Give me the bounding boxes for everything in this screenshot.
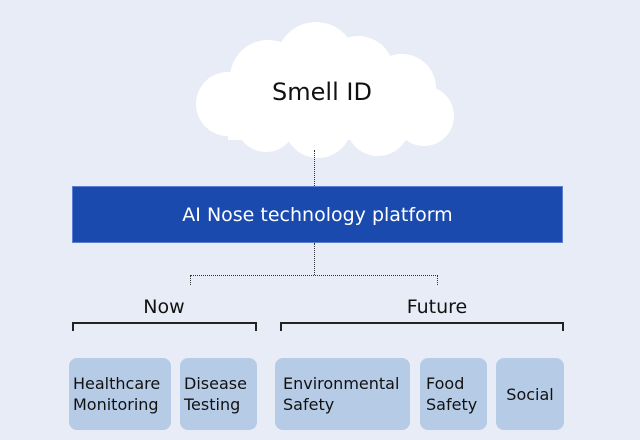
box-text-line: Safety bbox=[426, 395, 478, 414]
platform-label: AI Nose technology platform bbox=[182, 203, 453, 226]
cloud-label: Smell ID bbox=[272, 78, 372, 106]
box-text-line: Disease bbox=[184, 374, 247, 393]
group-label-future: Future bbox=[406, 296, 468, 318]
box-social: Social bbox=[496, 358, 564, 430]
cloud-icon bbox=[196, 22, 454, 158]
box-text-line: Healthcare bbox=[73, 374, 161, 393]
box-text-line: Testing bbox=[184, 395, 241, 414]
group-label-now: Now bbox=[143, 296, 185, 318]
connector-horizontal bbox=[190, 275, 438, 276]
box-text-line: Monitoring bbox=[73, 395, 159, 414]
bracket-future bbox=[280, 322, 564, 331]
box-text-line: Environmental bbox=[283, 374, 400, 393]
connector-platform-split bbox=[314, 243, 315, 275]
box-text-line: Safety bbox=[283, 395, 335, 414]
connector-cloud-platform bbox=[314, 150, 315, 186]
bracket-now bbox=[72, 322, 257, 331]
box-text-line: Food bbox=[426, 374, 465, 393]
connector-now bbox=[190, 275, 191, 285]
platform-bar: AI Nose technology platform bbox=[72, 186, 563, 243]
connector-future bbox=[437, 275, 438, 285]
box-text-line: Social bbox=[506, 384, 554, 404]
